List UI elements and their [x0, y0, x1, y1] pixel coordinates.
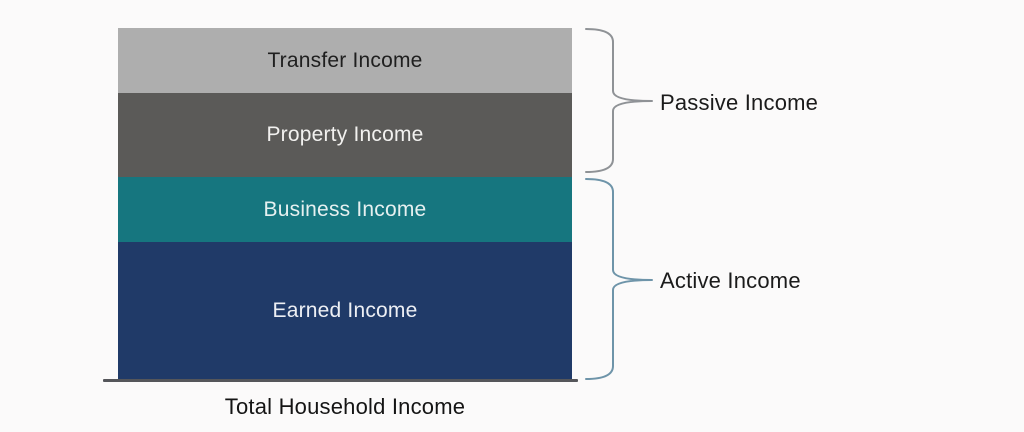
segment-property-income: Property Income — [118, 93, 572, 177]
segment-business-income: Business Income — [118, 177, 572, 242]
segment-label: Property Income — [266, 123, 424, 146]
segment-transfer-income: Transfer Income — [118, 28, 572, 93]
baseline — [103, 379, 578, 382]
stacked-bar: Transfer Income Property Income Business… — [118, 28, 572, 379]
active-brace-icon — [585, 178, 653, 380]
passive-brace-icon — [585, 28, 653, 173]
active-income-label: Active Income — [660, 268, 801, 293]
axis-label: Total Household Income — [224, 394, 466, 419]
segment-label: Business Income — [263, 197, 427, 221]
segment-label: Transfer Income — [267, 48, 423, 72]
segment-earned-income: Earned Income — [118, 242, 572, 379]
segment-label: Earned Income — [272, 298, 418, 322]
passive-income-label: Passive Income — [660, 90, 819, 115]
